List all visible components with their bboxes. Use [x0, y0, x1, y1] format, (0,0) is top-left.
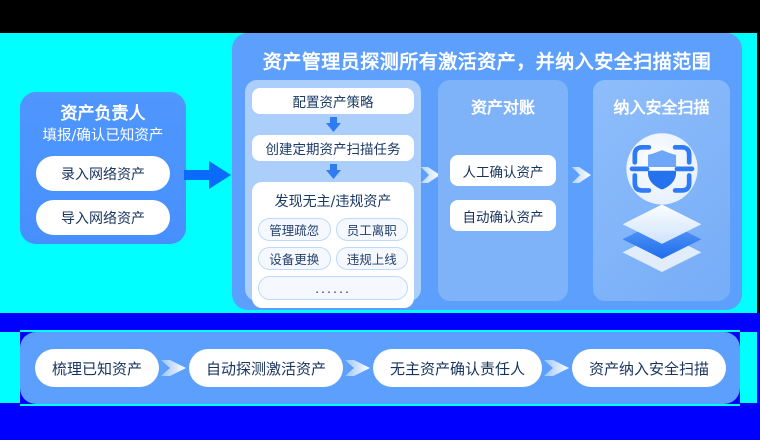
asset-admin-panel: 资产管理员探测所有激活资产，并纳入安全扫描范围 配置资产策略 创建定期资产扫描任… — [232, 33, 742, 310]
scan-pipeline-column: 配置资产策略 创建定期资产扫描任务 发现无主/违规资产 管理疏忽 员工离职 设备… — [245, 80, 421, 308]
security-scan-title: 纳入安全扫描 — [613, 98, 710, 117]
tag-device-replacement: 设备更换 — [258, 247, 331, 270]
asset-owner-title: 资产负责人 — [60, 104, 146, 124]
down-arrow-icon — [325, 164, 341, 179]
discover-tags: 管理疏忽 员工离职 设备更换 违规上线 ...... — [258, 218, 408, 300]
enter-network-asset-pill: 录入网络资产 — [36, 156, 170, 191]
discover-assets-title: 发现无主/违规资产 — [274, 194, 392, 210]
security-scan-column: 纳入安全扫描 — [593, 80, 730, 301]
tag-employee-departure: 员工离职 — [335, 218, 408, 241]
chevron-right-arrow-icon — [572, 167, 591, 183]
flow-step-sort-known-assets: 梳理已知资产 — [35, 349, 160, 387]
flow-step-confirm-owner: 无主资产确认责任人 — [373, 349, 543, 387]
asset-owner-card: 资产负责人 填报/确认已知资产 录入网络资产 导入网络资产 — [20, 92, 186, 244]
right-arrow-icon — [184, 161, 231, 189]
tag-violation-launch: 违规上线 — [335, 247, 408, 270]
reconcile-title: 资产对账 — [470, 98, 535, 117]
create-scan-task-step: 创建定期资产扫描任务 — [252, 135, 414, 161]
auto-confirm-pill: 自动确认资产 — [450, 200, 556, 231]
configure-policy-step: 配置资产策略 — [252, 88, 414, 114]
cyan-halo-left — [0, 332, 20, 403]
flow-arrow-icon — [161, 360, 187, 376]
discover-assets-box: 发现无主/违规资产 管理疏忽 员工离职 设备更换 违规上线 ...... — [252, 182, 414, 308]
flow-arrow-icon — [345, 360, 371, 376]
cyan-halo-bottom-line — [20, 404, 740, 406]
down-arrow-icon — [325, 117, 341, 132]
flow-step-auto-detect-assets: 自动探测激活资产 — [189, 349, 344, 387]
manual-confirm-pill: 人工确认资产 — [450, 155, 556, 186]
shield-scan-icon — [622, 133, 701, 272]
flow-arrow-icon — [544, 360, 570, 376]
bottom-flow-bar: 梳理已知资产 自动探测激活资产 无主资产确认责任人 资产纳入安全扫描 — [20, 332, 740, 404]
flow-step-include-security-scan: 资产纳入安全扫描 — [572, 349, 727, 387]
import-network-asset-pill: 导入网络资产 — [36, 200, 170, 235]
asset-owner-subtitle: 填报/确认已知资产 — [42, 128, 164, 144]
cyan-halo-right — [740, 332, 757, 403]
panel-title: 资产管理员探测所有激活资产，并纳入安全扫描范围 — [262, 51, 712, 73]
asset-reconcile-column: 资产对账 人工确认资产 自动确认资产 — [438, 80, 568, 301]
tag-more: ...... — [258, 276, 408, 300]
chevron-right-arrow-icon — [421, 167, 440, 183]
cyan-halo-top-line — [20, 330, 740, 332]
tag-management-neglect: 管理疏忽 — [258, 218, 331, 241]
